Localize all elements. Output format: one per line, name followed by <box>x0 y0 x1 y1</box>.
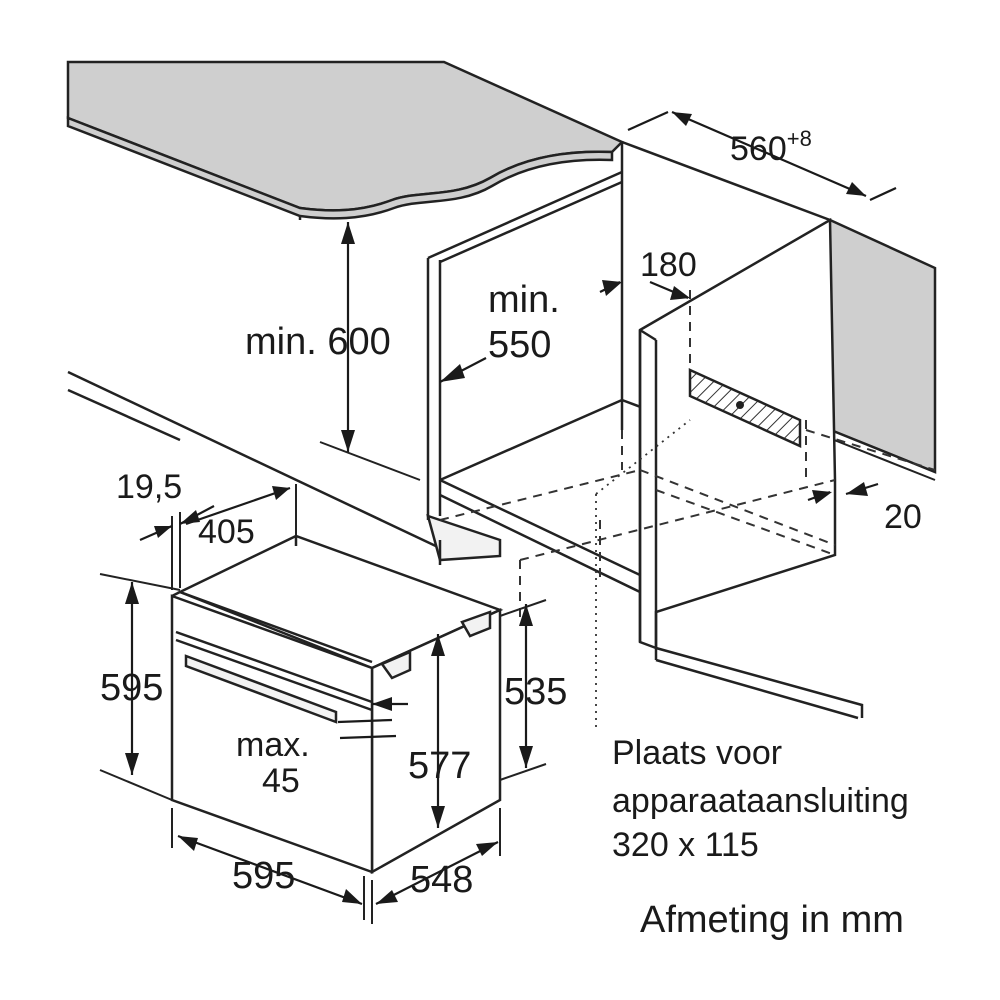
note-line-1: Plaats voor <box>612 734 782 772</box>
label-front-height: 595 <box>100 667 163 709</box>
label-front-thickness: 19,5 <box>116 468 182 506</box>
label-niche-width: 560+8 <box>730 126 812 168</box>
label-depth-top: 405 <box>198 513 255 551</box>
label-side-gap: 20 <box>884 498 922 536</box>
label-body-height: 535 <box>504 671 567 713</box>
niche-cabinet <box>298 140 936 730</box>
floor-lines <box>67 370 864 720</box>
unit-note: Afmeting in mm <box>640 899 904 941</box>
note-line-3: 320 x 115 <box>612 826 759 864</box>
label-front-width: 595 <box>232 855 295 897</box>
note-line-2: apparaataansluiting <box>612 782 909 820</box>
label-socket-offset: 180 <box>640 246 697 284</box>
socket-zone <box>688 368 802 448</box>
label-handle-prefix: max. <box>236 726 310 764</box>
labels: 560+8 min. 600 min. 550 180 20 19,5 405 … <box>100 126 922 941</box>
socket-dot <box>736 401 744 409</box>
dimensions <box>99 110 897 924</box>
label-min-depth-value: 550 <box>488 324 551 366</box>
label-body-depth: 548 <box>410 859 473 901</box>
worktop <box>66 60 625 220</box>
oven <box>170 534 504 875</box>
label-min-height: min. 600 <box>245 321 391 363</box>
label-inner-height: 577 <box>408 745 471 787</box>
label-handle-value: 45 <box>262 762 300 800</box>
label-min-depth-prefix: min. <box>488 279 560 321</box>
